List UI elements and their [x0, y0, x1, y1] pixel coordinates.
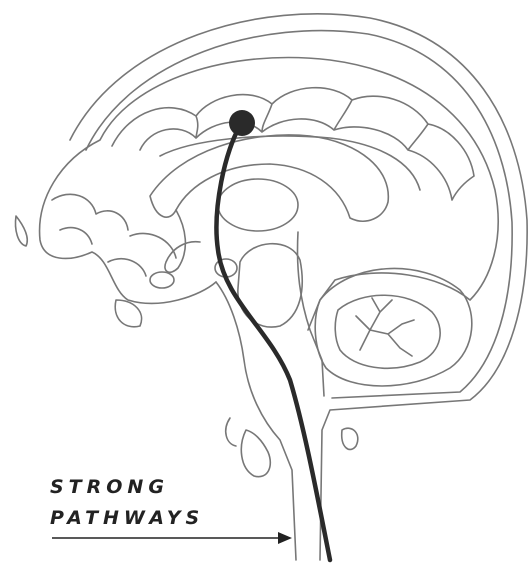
circle-node-icon [229, 110, 255, 136]
cerebrum-outline [40, 58, 499, 330]
gyri-folds [112, 88, 474, 200]
cerebellar-tonsil [241, 430, 270, 477]
fornix [165, 210, 200, 272]
medulla-side [226, 418, 236, 446]
hypothalamus [150, 272, 174, 288]
arbor-vitae [356, 298, 414, 356]
corpus-callosum [150, 135, 388, 221]
callout-label-line-1: STRONG [50, 472, 310, 503]
temporal-pole [115, 300, 141, 327]
cerebellum-inner [335, 295, 440, 368]
callout-label-line-2: PATHWAYS [50, 503, 310, 534]
frontal-pole [15, 216, 27, 246]
skull-inner-outline [86, 31, 512, 398]
thalamus [218, 179, 298, 231]
strong-pathways-callout: STRONG PATHWAYS [50, 472, 310, 534]
temporal-folds [52, 194, 176, 276]
occipital-bump [342, 428, 358, 449]
